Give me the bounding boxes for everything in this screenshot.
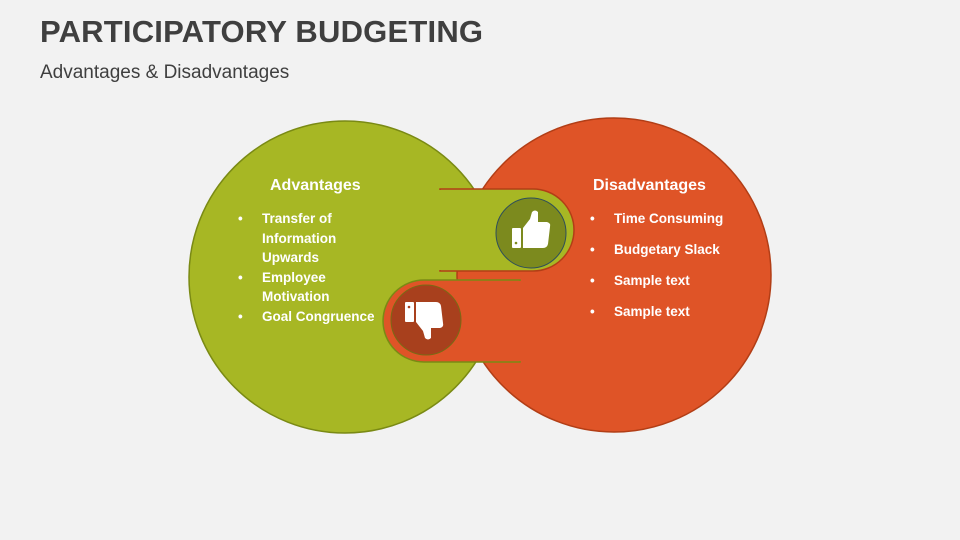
list-item: Sample text bbox=[590, 271, 723, 291]
thumbs-up-badge bbox=[495, 197, 567, 269]
thumbs-up-icon bbox=[512, 210, 551, 248]
page-subtitle: Advantages & Disadvantages bbox=[40, 62, 290, 83]
advantages-heading: Advantages bbox=[270, 177, 361, 194]
thumbs-down-badge bbox=[390, 284, 462, 356]
list-item: Budgetary Slack bbox=[590, 240, 723, 260]
disadvantages-panel: Disadvantages Time Consuming Budgetary S… bbox=[590, 177, 723, 333]
list-item: Transfer of Information Upwards bbox=[238, 209, 375, 268]
disadvantages-list: Time Consuming Budgetary Slack Sample te… bbox=[590, 209, 723, 322]
disadvantages-heading: Disadvantages bbox=[593, 177, 706, 194]
advantages-panel: Advantages Transfer of Information Upwar… bbox=[238, 177, 375, 326]
list-item: Time Consuming bbox=[590, 209, 723, 229]
list-item: Goal Congruence bbox=[238, 307, 375, 327]
page-title: PARTICIPATORY BUDGETING bbox=[40, 14, 484, 49]
advantages-list: Transfer of Information Upwards Employee… bbox=[238, 209, 375, 326]
list-item: Sample text bbox=[590, 302, 723, 322]
list-item: Employee Motivation bbox=[238, 268, 375, 307]
thumbs-down-icon bbox=[405, 302, 444, 340]
